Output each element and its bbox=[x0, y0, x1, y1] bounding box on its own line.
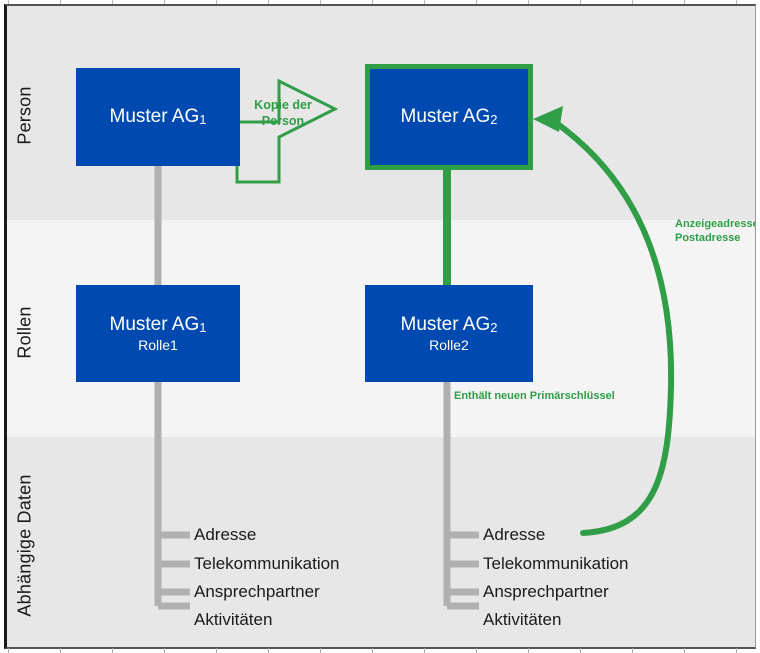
note-anzeigeadresse: Anzeigeadresse Postadresse bbox=[675, 218, 756, 246]
leaf-right-ansprechpartner: Ansprechpartner bbox=[483, 582, 609, 601]
leaf-right-adresse: Adresse bbox=[483, 525, 546, 544]
node-title: Muster AG1 bbox=[109, 313, 207, 335]
node-role-muster-ag-1-rolle1[interactable]: Muster AG1 Rolle1 bbox=[76, 285, 240, 382]
node-title: Muster AG2 bbox=[400, 313, 498, 335]
node-title: Muster AG2 bbox=[400, 106, 498, 128]
node-title: Muster AG1 bbox=[109, 106, 207, 128]
block-arrow-label-line2: Person bbox=[261, 113, 305, 128]
node-person-muster-ag-2[interactable]: Muster AG2 bbox=[365, 64, 533, 170]
leaf-right-aktivitaeten: Aktivitäten bbox=[483, 610, 562, 629]
node-subtitle: Rolle1 bbox=[138, 337, 178, 354]
slide-frame: Person Rollen Abhängige Daten bbox=[4, 4, 756, 649]
note-anzeigeadresse-line1: Anzeigeadresse bbox=[675, 218, 756, 230]
block-arrow-kopie-der-person bbox=[235, 78, 339, 184]
connector-green-address-feedback bbox=[549, 117, 675, 536]
band-abhaengige-daten bbox=[7, 437, 755, 647]
leaf-left-telekommunikation: Telekommunikation bbox=[194, 554, 340, 573]
leaf-left-ansprechpartner: Ansprechpartner bbox=[194, 582, 320, 601]
block-arrow-label-line1: Kopie der bbox=[254, 98, 312, 112]
note-anzeigeadresse-line2: Postadresse bbox=[675, 231, 741, 244]
node-person-muster-ag-1[interactable]: Muster AG1 bbox=[76, 68, 240, 166]
leaf-left-adresse: Adresse bbox=[194, 525, 257, 544]
arrowhead-address-feedback bbox=[533, 106, 563, 132]
block-arrow-label: Kopie der Person bbox=[247, 98, 319, 129]
connector-layer bbox=[154, 78, 675, 610]
leaf-right-telekommunikation: Telekommunikation bbox=[483, 554, 629, 573]
leaf-left-aktivitaeten: Aktivitäten bbox=[194, 610, 273, 629]
node-subtitle: Rolle2 bbox=[429, 337, 469, 354]
node-role-muster-ag-2-rolle2[interactable]: Muster AG2 Rolle2 bbox=[365, 285, 533, 382]
note-primaerschluessel: Enthält neuen Primärschlüssel bbox=[454, 390, 615, 402]
